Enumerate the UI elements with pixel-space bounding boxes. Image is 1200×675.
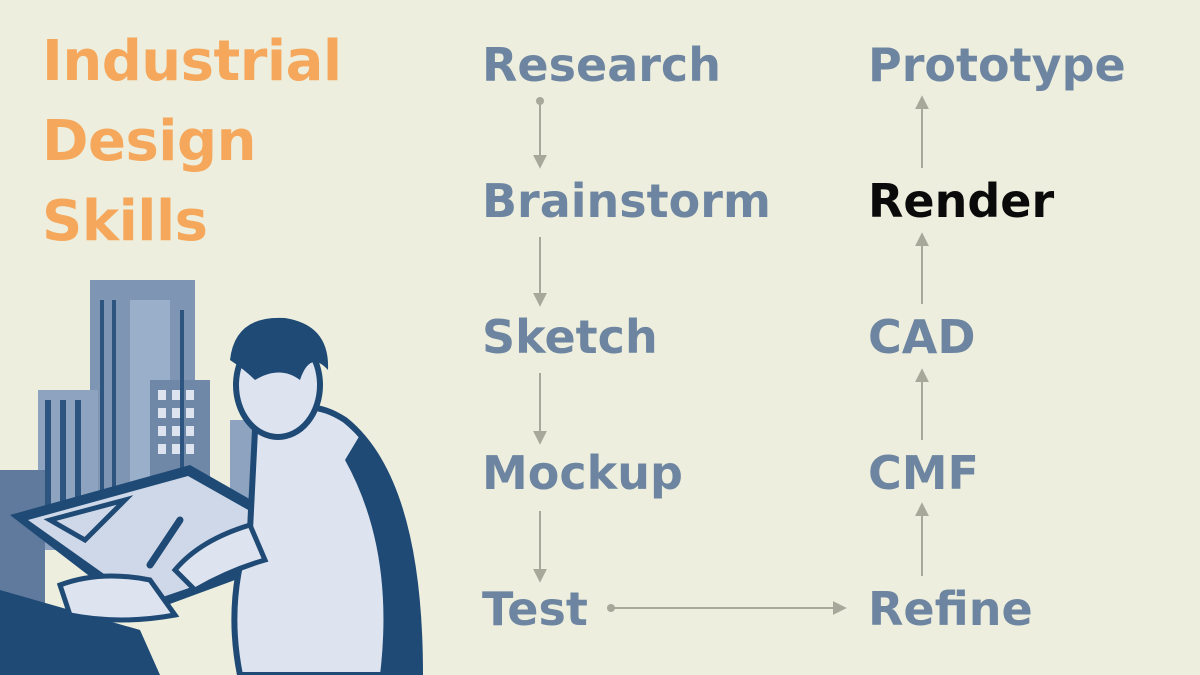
step-sketch: Sketch [482, 310, 658, 364]
step-cad: CAD [868, 310, 976, 364]
step-test: Test [482, 582, 588, 636]
step-prototype: Prototype [868, 38, 1126, 92]
designer-illustration [0, 280, 424, 675]
step-refine: Refine [868, 582, 1033, 636]
title-line-1: Industrial [42, 29, 342, 94]
step-cmf: CMF [868, 446, 979, 500]
title-line-3: Skills [42, 189, 208, 254]
title-line-2: Design [42, 109, 256, 174]
step-brainstorm: Brainstorm [482, 174, 771, 228]
step-render: Render [868, 174, 1055, 228]
step-mockup: Mockup [482, 446, 683, 500]
step-research: Research [482, 38, 721, 92]
